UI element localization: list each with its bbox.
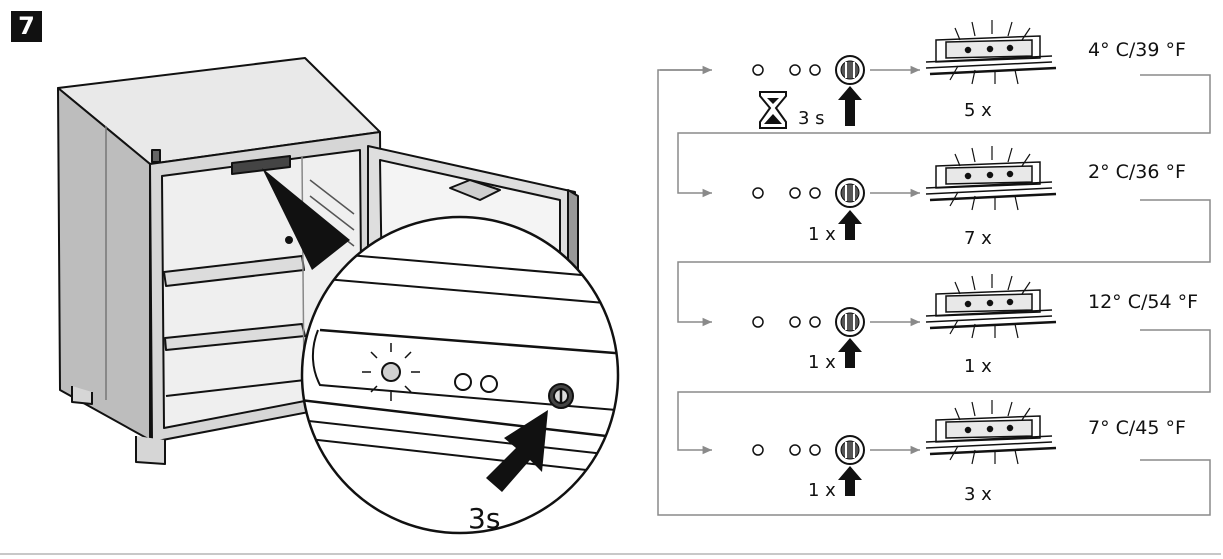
indicator-led-icon: [752, 444, 821, 456]
hourglass-icon: [759, 91, 787, 129]
indicator-led-icon: [752, 64, 821, 76]
trigger-label: 1 x: [808, 352, 836, 373]
sequence-row-4: 1 x 3 x 7° C/45 °F: [752, 400, 1186, 505]
blink-count-label: 3 x: [964, 484, 992, 505]
control-panel-icon: [925, 146, 1057, 211]
up-arrow-icon: [838, 210, 862, 240]
blink-count-label: 1 x: [964, 356, 992, 377]
trigger-label: 1 x: [808, 480, 836, 501]
temperature-label: 2° C/36 °F: [1088, 161, 1186, 183]
up-arrow-icon: [838, 466, 862, 496]
temperature-label: 12° C/54 °F: [1088, 291, 1198, 313]
sequence-row-1: 3 s 5 x 4° C/39 °F: [752, 20, 1186, 129]
zoom-pointer: [262, 168, 350, 270]
control-knob-icon: [835, 435, 865, 465]
blink-count-label: 5 x: [964, 100, 992, 121]
control-panel-icon: [925, 20, 1057, 85]
trigger-label: 1 x: [808, 224, 836, 245]
indicator-led-icon: [752, 187, 821, 199]
up-arrow-icon: [838, 86, 862, 126]
control-panel-zoom: 3s: [300, 215, 620, 535]
sequence-row-3: 1 x 1 x 12° C/54 °F: [752, 274, 1198, 377]
control-knob-icon: [835, 55, 865, 85]
blink-rays: [362, 343, 420, 401]
flow-connectors: [657, 65, 1211, 516]
indicator-led-icon: [752, 316, 821, 328]
sequence-row-2: 1 x 7 x 2° C/36 °F: [752, 146, 1186, 249]
trigger-label: 3 s: [798, 108, 825, 129]
temperature-label: 7° C/45 °F: [1088, 417, 1186, 439]
temperature-label: 4° C/39 °F: [1088, 39, 1186, 61]
control-knob-icon: [835, 178, 865, 208]
control-panel-icon: [925, 400, 1057, 465]
press-duration-label: 3s: [468, 502, 500, 535]
step-number-badge: 7: [11, 11, 42, 42]
press-arrow-icon: [486, 410, 548, 492]
control-panel-icon: [925, 274, 1057, 339]
control-knob-icon: [835, 307, 865, 337]
up-arrow-icon: [838, 338, 862, 368]
blink-count-label: 7 x: [964, 228, 992, 249]
